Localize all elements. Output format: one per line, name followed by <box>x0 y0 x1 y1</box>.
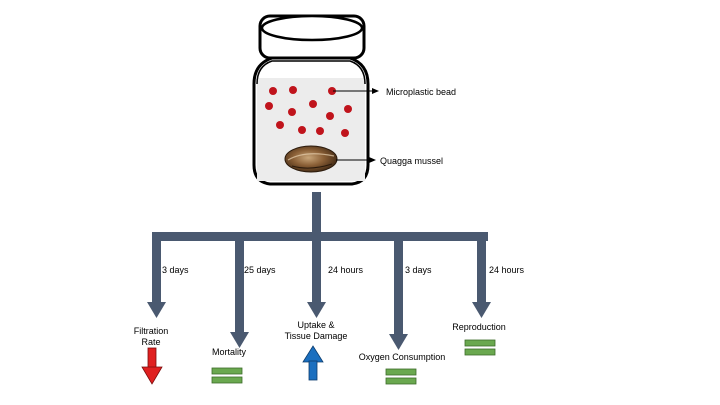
duration-label: 25 days <box>244 265 276 275</box>
microplastic-bead-icon <box>326 112 334 120</box>
branch-arrow <box>230 238 249 348</box>
branch-arrow <box>147 238 166 318</box>
jar-lid-rim <box>260 14 364 42</box>
microplastic-bead-icon <box>276 121 284 129</box>
microplastic-bead-icon <box>288 108 296 116</box>
green-equals-icon <box>464 339 496 356</box>
microplastic-bead-icon <box>344 105 352 113</box>
jar <box>252 14 370 186</box>
branch-arrow <box>389 238 408 350</box>
branch-arrow <box>307 238 326 318</box>
blue-up-arrow-icon <box>302 345 324 381</box>
duration-label: 3 days <box>405 265 432 275</box>
green-equals-icon <box>211 367 243 384</box>
duration-label: 24 hours <box>489 265 525 275</box>
quagga-mussel <box>284 145 338 173</box>
branch-arrow <box>472 238 491 318</box>
microplastic-beads <box>265 86 352 137</box>
endpoint-label-reproduction: Reproduction <box>452 322 506 332</box>
microplastic-bead-icon <box>341 129 349 137</box>
duration-label: 24 hours <box>328 265 364 275</box>
endpoint-label-filtration-rate: Filtration Rate <box>133 326 169 347</box>
red-down-arrow-icon <box>141 347 163 385</box>
microplastic-bead-icon <box>298 126 306 134</box>
mussel-pointer <box>336 157 376 163</box>
green-equals-icon <box>385 368 417 385</box>
crossbar <box>152 232 488 241</box>
endpoint-label-mortality: Mortality <box>211 347 247 357</box>
bead-pointer <box>333 88 379 94</box>
microplastic-bead-icon <box>265 102 273 110</box>
microplastic-bead-icon <box>316 127 324 135</box>
microplastic-bead-icon <box>309 100 317 108</box>
microplastic-bead-icon <box>289 86 297 94</box>
microplastic-bead-icon <box>269 87 277 95</box>
effect-icons <box>141 339 496 385</box>
microplastic-bead-label: Microplastic bead <box>386 87 457 97</box>
quagga-mussel-label: Quagga mussel <box>380 156 444 166</box>
endpoint-label-uptake-tissue-damage: Uptake & Tissue Damage <box>284 320 348 341</box>
branch-arrows <box>147 238 491 350</box>
trunk <box>312 192 321 236</box>
duration-label: 3 days <box>162 265 189 275</box>
endpoint-label-oxygen-consumption: Oxygen Consumption <box>358 352 446 362</box>
branch-connector <box>152 192 488 241</box>
microplastic-bead-icon <box>328 87 336 95</box>
